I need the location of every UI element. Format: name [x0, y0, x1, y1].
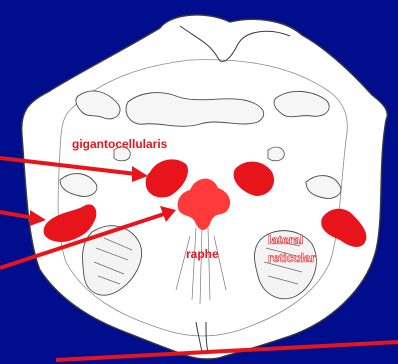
label-gigantocellularis: gigantocellularis	[72, 137, 168, 151]
small-outline-right	[268, 147, 284, 161]
label-raphe: raphe	[186, 247, 219, 261]
label-reticular: reticular	[268, 251, 316, 265]
label-lateral: lateral	[268, 233, 303, 247]
